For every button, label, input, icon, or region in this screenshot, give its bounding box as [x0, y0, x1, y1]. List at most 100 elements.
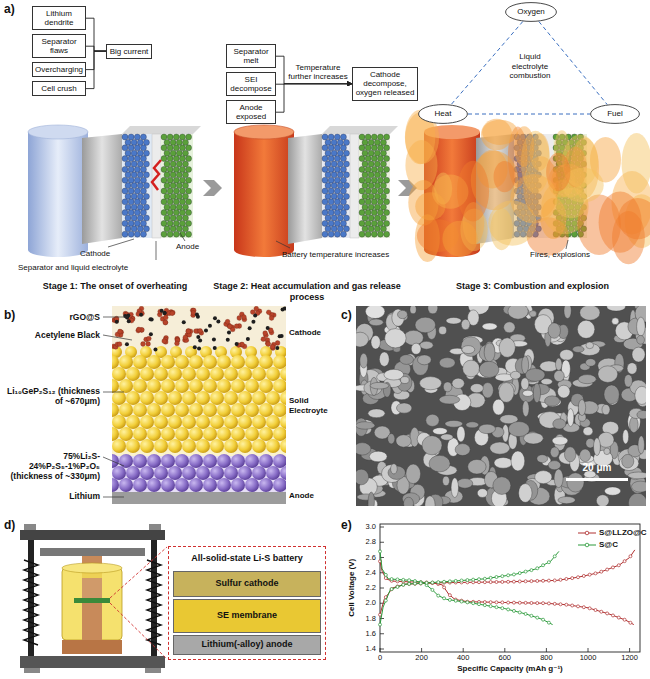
- cathode-particles: [340, 188, 346, 194]
- anode-particles: [359, 231, 365, 237]
- electrolyte-particles: [217, 379, 231, 393]
- cathode-particles: [128, 134, 134, 140]
- anode-particles: [173, 166, 179, 172]
- sem-image: [535, 471, 552, 484]
- anode-particles: [374, 139, 380, 145]
- sem-image: [508, 306, 528, 319]
- electrolyte-particles: [245, 454, 259, 468]
- cathode-particles: [134, 199, 140, 205]
- sem-image: [499, 338, 515, 357]
- cathode-particles: [143, 204, 149, 210]
- voltage-curve: [553, 555, 556, 558]
- cathode-particles: [140, 210, 146, 216]
- electrolyte-particles: [273, 403, 286, 417]
- sem-image: [360, 353, 368, 368]
- cathode-particles: [140, 145, 146, 151]
- anode-particles: [176, 139, 182, 145]
- sem-image: [490, 442, 510, 454]
- voltage-curve: [501, 580, 504, 583]
- anode-particles: [170, 161, 176, 167]
- voltage-curve: [553, 602, 556, 605]
- sem-image: [482, 323, 497, 330]
- electrolyte-particles: [175, 403, 189, 417]
- anode-particles: [186, 134, 192, 140]
- sem-image: [356, 469, 369, 485]
- voltage-curve: [460, 579, 463, 582]
- legend-text: S@LLZO@C: [599, 528, 647, 538]
- cathode-particles: [328, 210, 334, 216]
- voltage-curve: [408, 583, 411, 586]
- electrolyte-particles: [140, 415, 154, 429]
- cathode-particles: [163, 320, 168, 325]
- layered-cell: [112, 306, 286, 504]
- sem-image: [567, 473, 584, 492]
- annotation: d): [4, 518, 26, 532]
- cathode-particles: [337, 215, 343, 221]
- electrolyte-particles: [133, 478, 147, 492]
- electrolyte-particles: [217, 427, 231, 441]
- cathode-particles: [137, 183, 143, 189]
- electrolyte-particles: [112, 454, 286, 492]
- sem-image: [420, 377, 442, 390]
- electrolyte-particles: [140, 439, 154, 453]
- cathode-particles: [198, 328, 203, 333]
- flames: [555, 188, 588, 219]
- voltage-curve: [512, 609, 515, 612]
- sem-image: [541, 379, 552, 385]
- anode-particles: [371, 220, 377, 226]
- cathode-particles: [137, 204, 143, 210]
- anode-particles: [173, 177, 179, 183]
- cathode-particles: [265, 341, 270, 346]
- anode-particles: [182, 226, 188, 232]
- electrolyte-particles: [161, 478, 175, 492]
- stage1-battery: [28, 243, 88, 257]
- sem-image: [638, 436, 644, 454]
- stage2-battery: [288, 134, 322, 244]
- cathode-particles: [334, 188, 340, 194]
- anode-particles: [161, 177, 167, 183]
- electrolyte-particles: [203, 454, 217, 468]
- cathode-particles: [143, 150, 149, 156]
- cathode-particles: [261, 337, 266, 342]
- sem-image: [479, 424, 496, 433]
- anode-particles: [377, 220, 383, 226]
- legend-text: S@C: [599, 540, 618, 550]
- sem-image: [463, 360, 480, 377]
- voltage-curve: [512, 601, 515, 604]
- electrolyte-particles: [182, 439, 196, 453]
- cathode-particles: [137, 161, 143, 167]
- electrolyte-particles: [210, 391, 224, 405]
- anode-particles: [167, 210, 173, 216]
- sem-image: [566, 478, 628, 481]
- annotation: 75%Li₂S-24%P₂S₅-1%P₂O₅ (thickness of ~33…: [4, 451, 100, 482]
- cathode-particles: [235, 342, 239, 346]
- electrolyte-particles: [175, 478, 189, 492]
- anode-particles: [377, 231, 383, 237]
- cathode-particles: [140, 220, 146, 226]
- cathode-particles: [146, 336, 151, 341]
- electrolyte-particles: [154, 367, 168, 381]
- electrolyte-particles: [196, 367, 210, 381]
- voltage-curve: [606, 612, 609, 615]
- anode-particles: [167, 134, 173, 140]
- electrolyte-particles: [182, 415, 196, 429]
- stage1-battery: [28, 125, 201, 260]
- anode-particles: [161, 166, 167, 172]
- cathode-particles: [131, 183, 137, 189]
- cathode-particles: [137, 193, 143, 199]
- node-text: Fuel: [607, 109, 623, 118]
- cathode-particles: [122, 134, 149, 237]
- anode-particles: [179, 177, 185, 183]
- voltage-curve: [448, 594, 451, 597]
- annotation: Cathode: [80, 249, 120, 259]
- electrolyte-particles: [189, 454, 203, 468]
- voltage-curve: [478, 581, 481, 584]
- electrolyte-particles: [133, 427, 147, 441]
- anode-particles: [176, 215, 182, 221]
- cathode-particles: [322, 188, 328, 194]
- anode-particles: [161, 145, 167, 151]
- axis-tick: [380, 542, 384, 543]
- cathode-particles: [337, 204, 343, 210]
- voltage-curve: [600, 610, 603, 613]
- cathode-particles: [237, 316, 242, 321]
